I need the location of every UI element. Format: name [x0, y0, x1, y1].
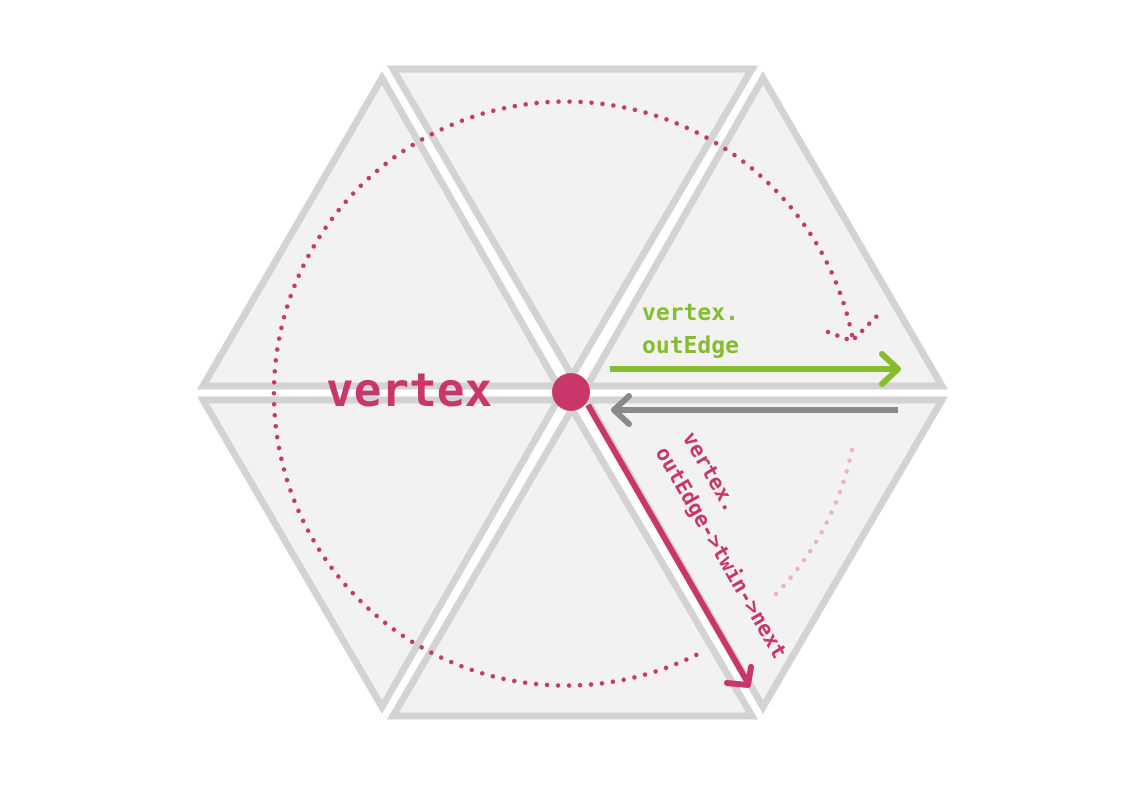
face-upper-left	[196, 70, 565, 390]
next-edge-arrow	[585, 403, 754, 688]
face-bottom	[386, 402, 759, 720]
out-edge-arrow	[610, 351, 901, 387]
faces	[196, 65, 949, 720]
dotted-rotation-arc-faded	[767, 447, 855, 603]
rotation-path	[271, 99, 881, 688]
dotted-arrowhead	[825, 312, 881, 344]
vertex-dot	[552, 373, 590, 411]
out-edge-label-line2: outEdge	[642, 333, 739, 359]
vertex-label: vertex	[326, 363, 492, 417]
dotted-rotation-arc	[271, 99, 855, 688]
face-upper-right	[580, 70, 949, 390]
face-top	[386, 65, 759, 383]
twin-edge-arrow	[611, 393, 898, 427]
face-lower-left	[196, 396, 565, 714]
out-edge-label-line1: vertex.	[642, 300, 739, 326]
